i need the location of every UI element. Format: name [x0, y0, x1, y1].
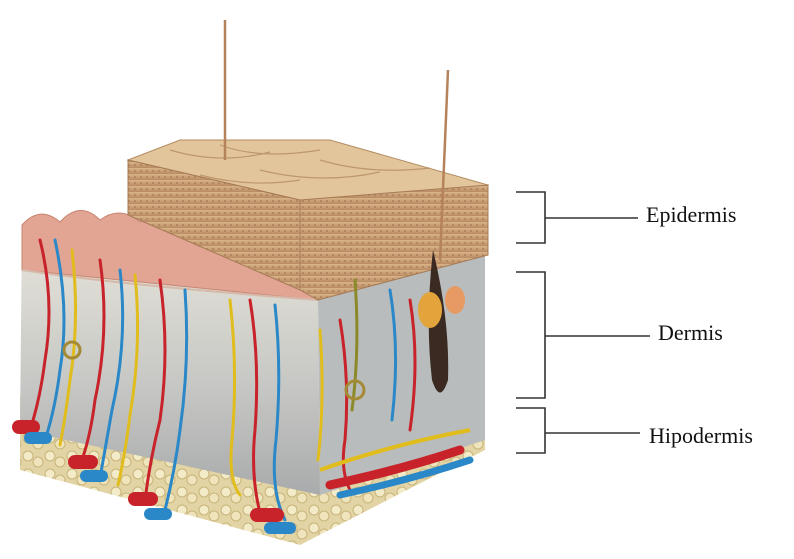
hypodermis-label: Hipodermis	[649, 425, 753, 447]
vessel-blue-1	[24, 432, 52, 444]
vessel-red-2	[68, 455, 98, 469]
vessel-red-4	[250, 508, 284, 522]
vessel-blue-4	[264, 522, 296, 534]
vessel-blue-2	[80, 470, 108, 482]
vessel-red-3	[128, 492, 158, 506]
epidermis-label: Epidermis	[646, 204, 736, 226]
epidermis-bracket	[516, 192, 545, 243]
dermis-label: Dermis	[658, 322, 723, 344]
sebaceous-gland	[418, 292, 442, 328]
hypodermis-bracket	[516, 408, 545, 453]
vessel-blue-3	[144, 508, 172, 520]
dermis-bracket	[516, 272, 545, 398]
vessel-red-1	[12, 420, 40, 434]
